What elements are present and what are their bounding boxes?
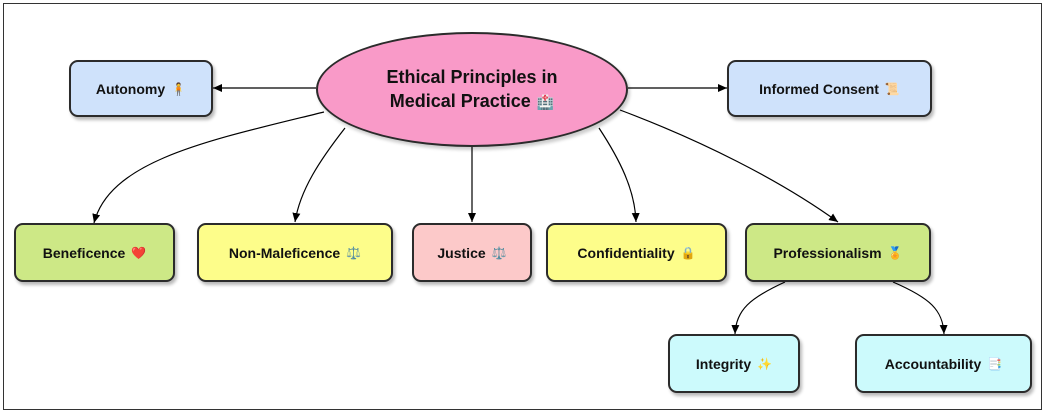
node-justice[interactable]: Justice ⚖️ <box>412 223 532 282</box>
node-integrity[interactable]: Integrity ✨ <box>668 334 800 393</box>
edge-professionalism-integrity <box>731 281 786 335</box>
edge-center-professionalism <box>619 109 839 223</box>
sparkles-icon: ✨ <box>757 356 773 371</box>
edge-center-beneficence <box>92 111 325 224</box>
scroll-icon: 📜 <box>884 81 900 96</box>
scales-icon: ⚖️ <box>491 245 507 260</box>
node-beneficence-label: Beneficence <box>42 244 126 261</box>
hospital-icon: 🏥 <box>536 94 555 110</box>
node-confidentiality[interactable]: Confidentiality 🔒 <box>546 223 727 282</box>
node-justice-label: Justice <box>437 244 486 261</box>
edge-center-non-maleficence <box>292 127 346 223</box>
node-confidentiality-label: Confidentiality <box>577 244 675 261</box>
node-professionalism-label: Professionalism <box>773 244 882 261</box>
document-icon: 📑 <box>987 356 1003 371</box>
node-accountability[interactable]: Accountability 📑 <box>855 334 1032 393</box>
central-node[interactable]: Ethical Principles in Medical Practice 🏥 <box>316 32 628 147</box>
heart-icon: ❤️ <box>131 245 147 260</box>
node-autonomy-label: Autonomy <box>95 80 166 97</box>
scales-icon: ⚖️ <box>346 245 362 260</box>
node-non-maleficence-label: Non-Maleficence <box>228 244 341 261</box>
central-title-line1: Ethical Principles in <box>386 67 558 87</box>
central-title-line2-row: Medical Practice 🏥 <box>390 89 555 114</box>
node-accountability-label: Accountability <box>884 355 982 372</box>
node-informed-consent[interactable]: Informed Consent 📜 <box>727 60 932 117</box>
edge-center-confidentiality <box>598 127 640 223</box>
node-informed-consent-label: Informed Consent <box>759 80 879 97</box>
medal-icon: 🏅 <box>887 245 903 260</box>
central-title-line2: Medical Practice <box>389 91 531 111</box>
node-integrity-label: Integrity <box>695 355 752 372</box>
lock-icon: 🔒 <box>680 245 696 260</box>
node-professionalism[interactable]: Professionalism 🏅 <box>745 223 931 282</box>
person-icon: 🧍 <box>171 81 187 96</box>
edge-professionalism-accountability <box>892 281 948 335</box>
node-non-maleficence[interactable]: Non-Maleficence ⚖️ <box>197 223 393 282</box>
node-autonomy[interactable]: Autonomy 🧍 <box>69 60 213 117</box>
node-beneficence[interactable]: Beneficence ❤️ <box>14 223 175 282</box>
